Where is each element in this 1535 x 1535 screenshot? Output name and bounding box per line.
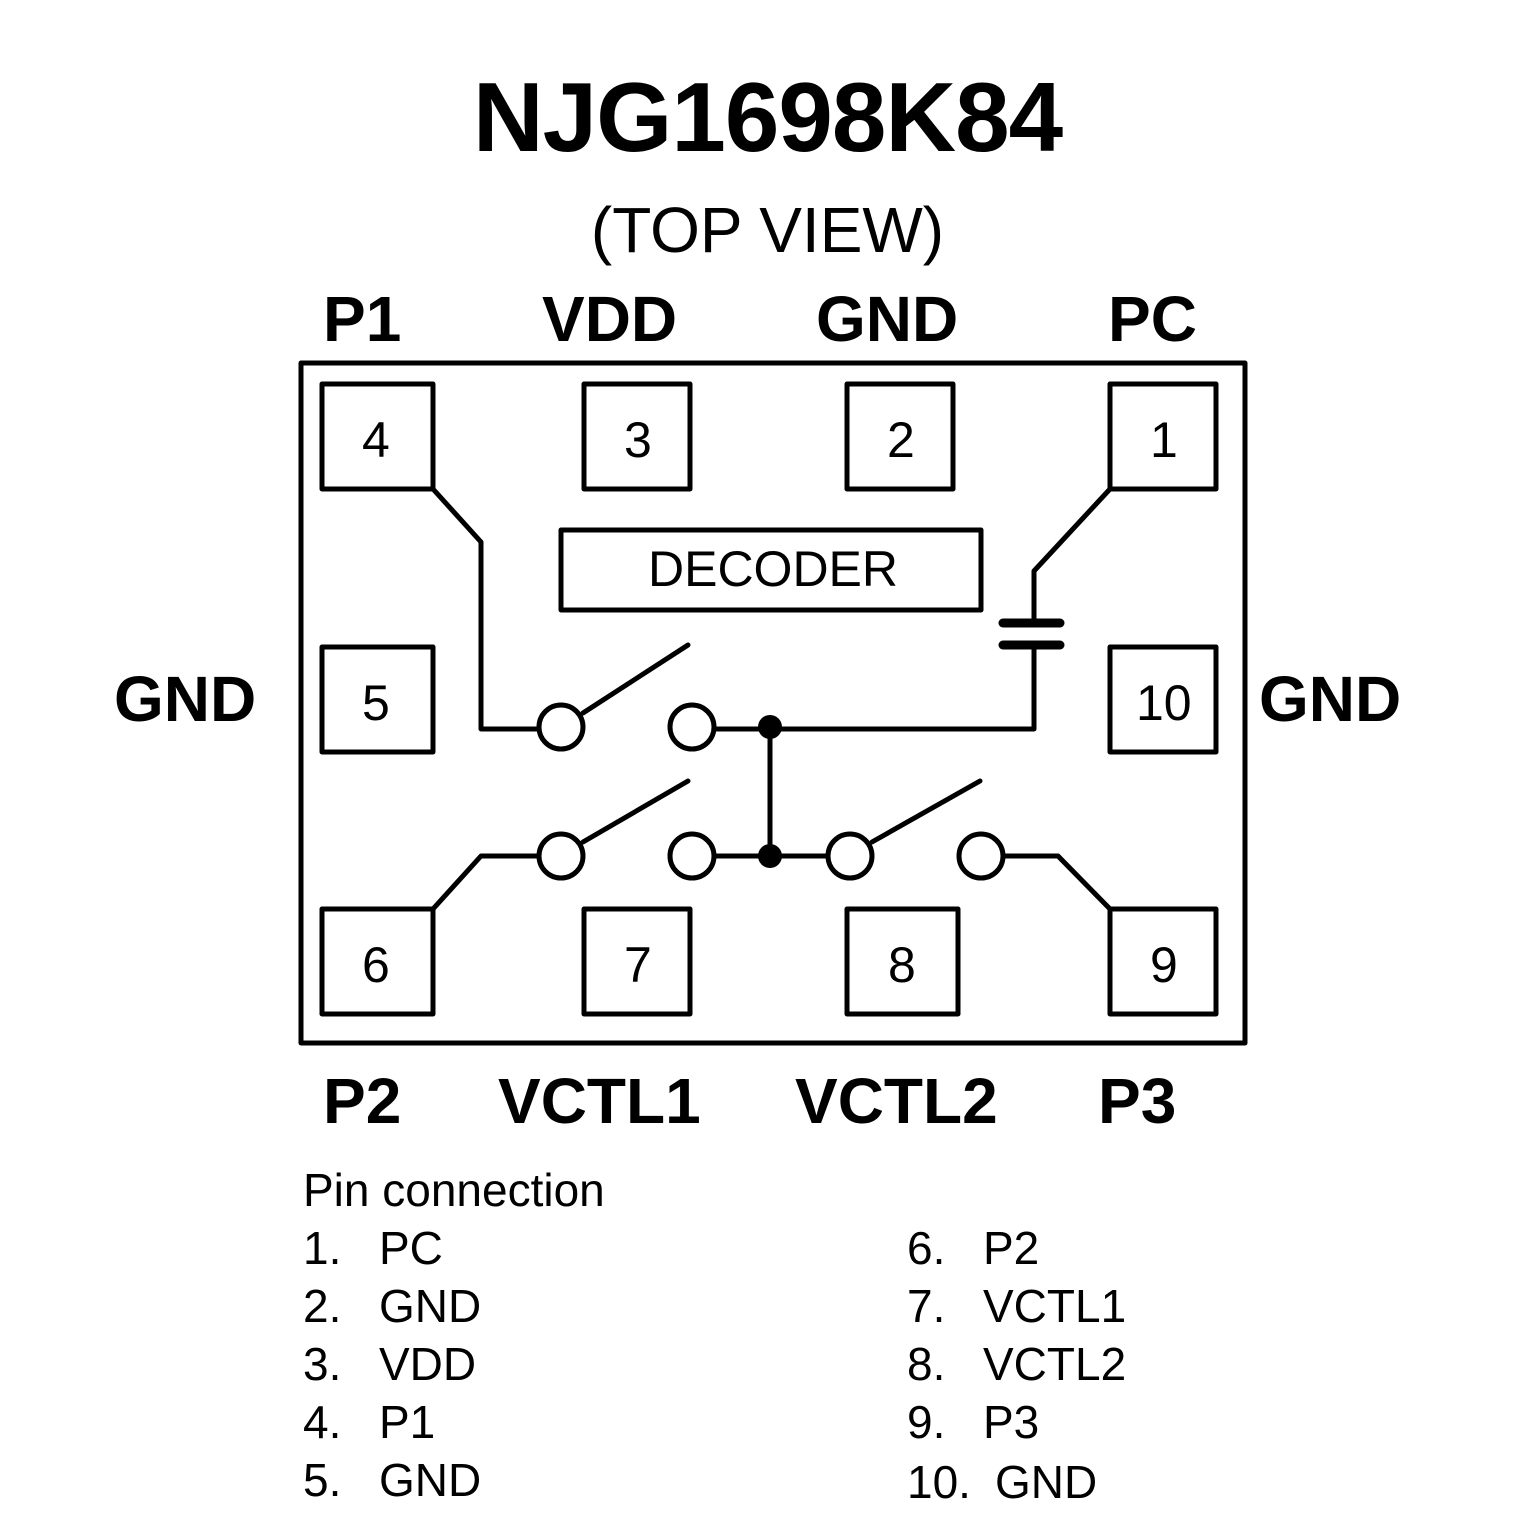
switch1-contact-b [667,702,717,752]
switch1-contact-a [536,702,586,752]
decoder-label: DECODER [647,541,899,597]
pad-number-6: 6 [362,937,390,993]
pin-label-top-p1: P1 [323,283,402,355]
pin-list-name: VDD [379,1338,477,1390]
switch3-contact-a [825,831,875,881]
pad-number-5: 5 [362,675,390,731]
pad-number-3: 3 [624,412,652,468]
switch2-contact-a [536,831,586,881]
decoder-block [558,527,984,613]
trace-p2 [430,853,541,912]
pin-connection-heading: Pin connection [303,1164,605,1216]
pin-list-number: 10. [907,1456,971,1508]
switch2-arm [580,778,691,845]
trace-p1 [430,486,541,732]
trace-p3 [1000,853,1113,912]
pad-number-4: 4 [362,412,390,468]
pin-list-item: 1. [303,1219,341,1277]
pin-list-number: 1. [303,1222,342,1274]
pin-list-number: 7. [907,1280,946,1332]
pin-list-name: P1 [379,1396,436,1448]
pad-6 [319,906,436,1017]
pin-list-number: 5. [303,1454,342,1506]
pin-list-number: 8. [907,1338,946,1390]
trace-common-top [767,644,1037,732]
pin-list-number: 9. [907,1396,946,1448]
pin-list-number: 4. [303,1396,342,1448]
pad-2 [844,381,956,492]
pin-list-name: GND [379,1280,482,1332]
pin-list-name: VCTL1 [983,1280,1127,1332]
pin-label-bottom-p3: P3 [1098,1065,1177,1137]
pin-label-top-pc: PC [1108,283,1197,355]
pin-label-bottom-vctl1: VCTL1 [498,1065,701,1137]
pin-label-top-vdd: VDD [542,283,678,355]
pin-label-bottom-p2: P2 [323,1065,402,1137]
pad-number-7: 7 [624,937,652,993]
junction-dot-top [758,715,782,739]
pad-number-9: 9 [1150,937,1178,993]
trace-pc [1031,486,1113,622]
switch3-arm [869,778,983,845]
pad-number-10: 10 [1136,675,1192,731]
pin-list-name: P2 [983,1222,1040,1274]
pin-label-right-gnd: GND [1259,663,1402,735]
pad-number-2: 2 [887,412,915,468]
package-outline [298,360,1248,1046]
pad-number-8: 8 [888,937,916,993]
pad-7 [581,906,693,1017]
pad-10 [1107,644,1219,755]
pad-4 [319,381,436,492]
switch3-contact-b [956,831,1006,881]
pin-label-bottom-vctl2: VCTL2 [795,1065,998,1137]
part-number-title: NJG1698K84 [472,62,1063,172]
pad-3 [581,381,693,492]
junction-dot-bottom [758,844,782,868]
pad-1 [1107,381,1219,492]
switch1-arm [580,642,691,716]
view-subtitle: (TOP VIEW) [590,194,945,266]
pin-list-number: 6. [907,1222,946,1274]
pin-list-name: P3 [983,1396,1040,1448]
pin-list-number: 3. [303,1338,342,1390]
pin-list-name: GND [379,1454,482,1506]
pad-8 [844,906,961,1017]
pin-label-top-gnd: GND [816,283,959,355]
pad-number-1: 1 [1150,412,1178,468]
pin-list-name: VCTL2 [983,1338,1127,1390]
pin-list-number: 2. [303,1280,342,1332]
pin-label-left-gnd: GND [114,663,257,735]
pin-list-name: PC [379,1222,443,1274]
pad-9 [1107,906,1219,1017]
switch2-contact-b [667,831,717,881]
pad-5 [319,644,436,755]
pin-list-name: GND [995,1456,1098,1508]
